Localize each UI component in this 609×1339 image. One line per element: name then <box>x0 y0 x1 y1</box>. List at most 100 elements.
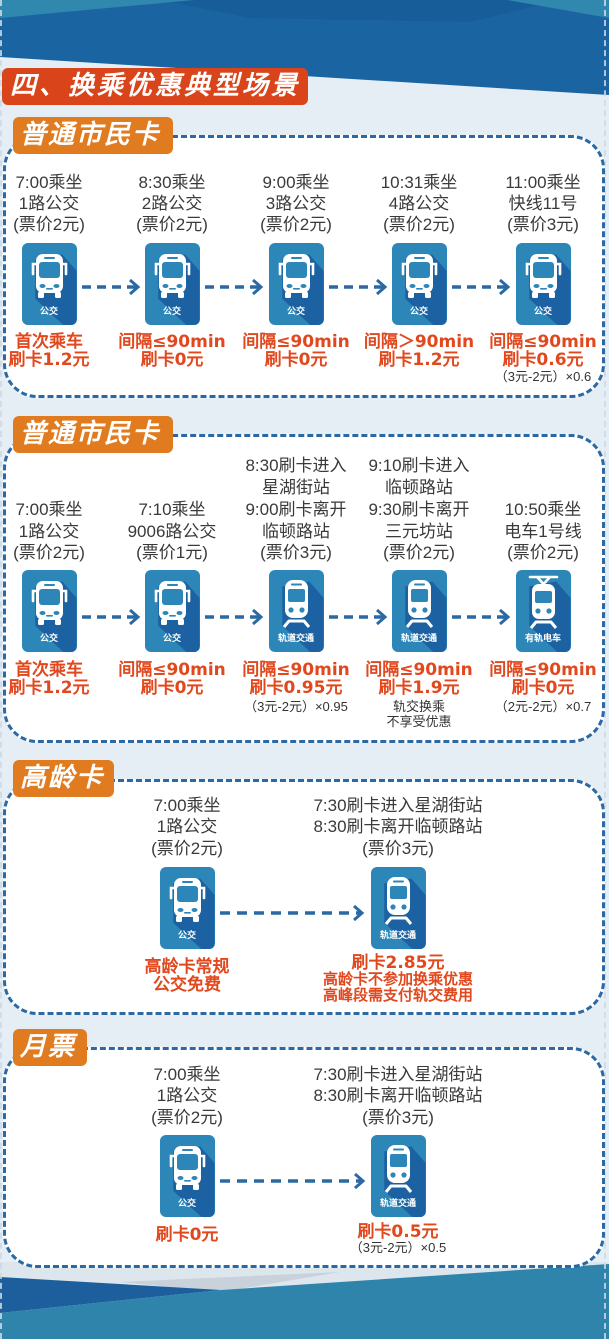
bus-icon: 公交 <box>391 243 447 325</box>
scenario-card-senior <box>3 779 605 1015</box>
note-line: （2元-2元）×0.7 <box>494 699 592 714</box>
step-info: 8:30乘坐 2路公交 (票价2元) <box>102 150 242 235</box>
mode-label: 公交 <box>39 634 58 644</box>
note-line: 轨交换乘 <box>392 699 445 714</box>
transfer-arrow <box>205 278 264 296</box>
result-line: 刷卡0元 <box>155 1225 219 1245</box>
note-line: （3元-2元）×0.5 <box>349 1240 447 1255</box>
info-line: 临顿路站 <box>385 478 453 498</box>
mode-label: 公交 <box>409 307 428 317</box>
result-line: 间隔≤90min <box>118 332 226 352</box>
info-line: 3路公交 <box>265 194 327 213</box>
result-line: 间隔≤90min <box>489 332 597 352</box>
metro-train-icon: 轨道交通 <box>391 570 447 652</box>
step-info: 10:50乘坐 电车1号线 (票价2元) <box>473 450 609 564</box>
step-info: 9:00乘坐 3路公交 (票价2元) <box>226 150 366 235</box>
info-line: 1路公交 <box>156 1086 218 1106</box>
result-line: 刷卡1.2元 <box>378 350 460 370</box>
bus-icon: 公交 <box>159 1135 215 1217</box>
fare-note: （3元-2元）×0.95 <box>221 699 371 714</box>
result-line: 间隔≤90min <box>489 660 597 680</box>
step-info: 11:00乘坐 快线11号 (票价3元) <box>473 150 609 235</box>
transfer-arrow <box>205 608 264 626</box>
fare-result: 刷卡2.85元 <box>273 954 523 972</box>
mode-label: 轨道交通 <box>379 1199 416 1209</box>
mode-label: 轨道交通 <box>379 931 416 941</box>
fare-note: （2元-2元）×0.7 <box>468 699 609 714</box>
info-line: 9:00乘坐 <box>262 173 330 192</box>
transfer-arrow <box>82 278 141 296</box>
transfer-arrow <box>329 278 388 296</box>
result-line: 间隔≤90min <box>365 660 473 680</box>
info-line: 9:30刷卡离开 <box>368 499 470 519</box>
transfer-arrow <box>220 904 365 922</box>
info-line: (票价2元) <box>383 215 455 234</box>
info-line: (票价2元) <box>136 215 208 234</box>
info-line: 7:00乘坐 <box>15 499 83 519</box>
info-line: 7:30刷卡进入星湖街站 <box>313 1065 483 1085</box>
result-line: 刷卡0.6元 <box>502 350 584 370</box>
info-line: (票价2元) <box>13 543 85 563</box>
info-line: 11:00乘坐 <box>505 173 581 192</box>
info-line: (票价2元) <box>13 215 85 234</box>
card-type-label: 普通市民卡 <box>13 117 173 154</box>
info-line: (票价2元) <box>151 1107 223 1127</box>
metro-train-icon: 轨道交通 <box>370 867 426 949</box>
transfer-arrow <box>452 608 511 626</box>
step-info: 7:00乘坐 1路公交 (票价2元) <box>67 790 307 859</box>
detail-line: 高龄卡不参加换乘优惠 <box>322 970 473 988</box>
fare-result: 间隔≤90min 刷卡0元 <box>97 333 247 369</box>
info-line: (票价2元) <box>260 215 332 234</box>
step-info: 7:00乘坐 1路公交 (票价2元) <box>67 1060 307 1128</box>
info-line: 临顿路站 <box>262 521 330 541</box>
fare-note: （3元-2元）×0.6 <box>468 369 609 384</box>
info-line: 8:30刷卡离开临顿路站 <box>313 1086 483 1106</box>
result-line: 刷卡1.9元 <box>378 678 460 698</box>
info-line: 8:30乘坐 <box>138 173 206 192</box>
info-line: (票价3元) <box>507 215 579 234</box>
fare-result: 间隔＞90min 刷卡1.2元 <box>344 333 494 369</box>
transfer-arrow <box>452 278 511 296</box>
note-line: （3元-2元）×0.6 <box>494 369 592 384</box>
info-line: (票价2元) <box>383 543 455 563</box>
info-line: 三元坊站 <box>385 521 453 541</box>
section-title: 四、换乘优惠典型场景 <box>2 68 308 105</box>
bus-icon: 公交 <box>268 243 324 325</box>
fare-result: 间隔≤90min 刷卡0.6元 <box>468 333 609 369</box>
info-line: 7:30刷卡进入星湖街站 <box>313 795 483 815</box>
bus-icon: 公交 <box>159 867 215 949</box>
info-line: 7:00乘坐 <box>15 173 83 192</box>
fare-result: 刷卡0.5元 <box>273 1223 523 1241</box>
bus-icon: 公交 <box>144 570 200 652</box>
fare-note: （3元-2元）×0.5 <box>273 1241 523 1255</box>
result-line: 首次乘车 <box>15 332 83 352</box>
result-line: 间隔＞90min <box>363 332 475 352</box>
mode-label: 轨道交通 <box>277 634 314 644</box>
info-line: 9:00刷卡离开 <box>245 499 347 519</box>
header-background <box>0 0 609 95</box>
bus-icon: 公交 <box>21 243 77 325</box>
info-line: (票价3元) <box>362 1107 434 1127</box>
fare-result: 间隔≤90min 刷卡0元 <box>97 661 247 697</box>
info-line: (票价3元) <box>260 543 332 563</box>
step-info: 8:30刷卡进入 星湖街站 9:00刷卡离开 临顿路站 (票价3元) <box>226 450 366 564</box>
card-type-label: 普通市民卡 <box>13 416 173 453</box>
step-info: 9:10刷卡进入 临顿路站 9:30刷卡离开 三元坊站 (票价2元) <box>349 450 489 564</box>
step-info: 7:10乘坐 9006路公交 (票价1元) <box>102 450 242 564</box>
info-line: 1路公交 <box>156 817 218 836</box>
mode-label: 公交 <box>177 1199 196 1209</box>
fare-result: 首次乘车 刷卡1.2元 <box>0 661 124 697</box>
mode-label: 公交 <box>533 307 552 317</box>
info-line: 1路公交 <box>18 521 80 541</box>
step-info: 10:31乘坐 4路公交 (票价2元) <box>349 150 489 235</box>
info-line: 9:10刷卡进入 <box>368 456 470 476</box>
fare-result: 间隔≤90min 刷卡0元 <box>468 661 609 697</box>
result-line: 公交免费 <box>153 974 221 995</box>
info-line: 7:00乘坐 <box>153 795 221 815</box>
step-info: 7:30刷卡进入星湖街站 8:30刷卡离开临顿路站 (票价3元) <box>278 790 518 859</box>
page-edge-right <box>604 0 606 1339</box>
info-line: (票价2元) <box>507 543 579 563</box>
scenario-card-citizen-1 <box>3 135 605 398</box>
info-line: 10:31乘坐 <box>380 173 458 192</box>
info-line: 1路公交 <box>18 194 80 213</box>
